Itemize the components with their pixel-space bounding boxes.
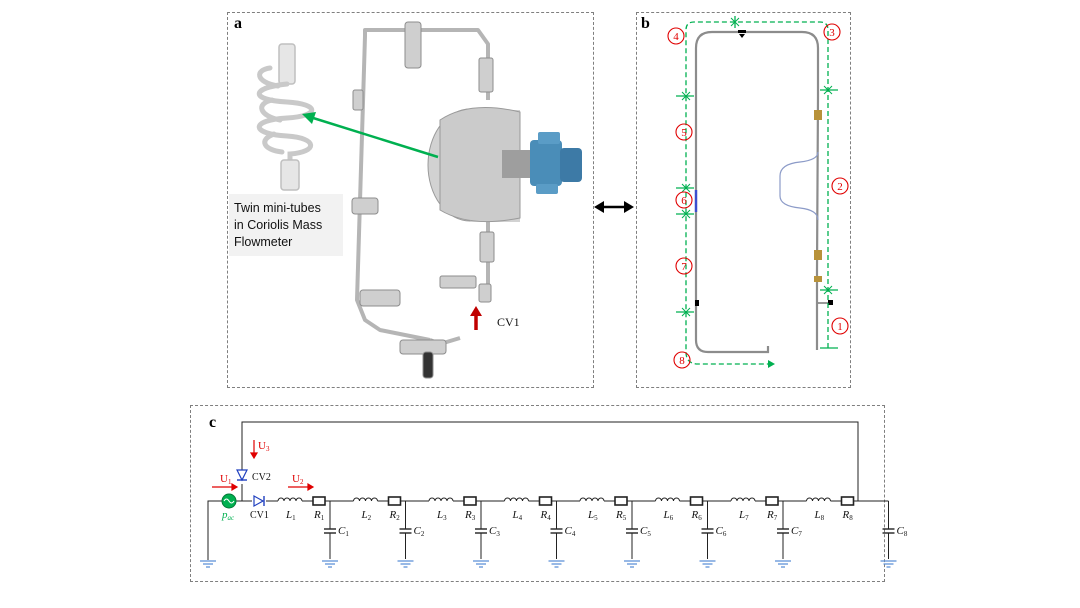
resistor-7	[765, 496, 779, 506]
u2-label: U2	[292, 473, 304, 486]
twin-mini-tubes-illustration	[256, 43, 314, 191]
resistor-label-5: R5	[615, 509, 627, 522]
resistor-5	[614, 496, 628, 506]
resistor-label-6: R6	[691, 509, 703, 522]
callout-arrowhead	[302, 112, 316, 124]
resistor-label-4: R4	[540, 509, 552, 522]
flow-path	[685, 21, 829, 365]
segment-label-7: 7	[681, 261, 687, 273]
capacitor-label-3: C3	[489, 525, 500, 538]
panel-b-label: b	[641, 15, 650, 32]
fitting	[814, 110, 822, 120]
segment-label-2: 2	[837, 181, 843, 193]
inductor-label-8: L8	[814, 509, 825, 522]
ground-5	[624, 560, 640, 568]
ground-1	[322, 560, 338, 568]
inductor-label-5: L5	[587, 509, 598, 522]
ground-8	[880, 560, 897, 568]
fitting	[814, 276, 822, 282]
capacitor-label-8: C8	[897, 525, 908, 538]
segment-markers	[667, 23, 849, 369]
callout-text-line2: in Coriolis Mass	[234, 218, 322, 232]
u3-label: U3	[258, 440, 270, 453]
capacitor-label-5: C5	[640, 525, 651, 538]
boundary-arrows	[681, 17, 833, 317]
ground-4	[548, 560, 565, 568]
resistor-2	[387, 496, 402, 506]
callout-text-line1: Twin mini-tubes	[234, 201, 321, 215]
cv1-diode	[253, 494, 265, 508]
callout-text-line3: Flowmeter	[234, 235, 292, 249]
feedback-wire	[241, 421, 859, 501]
capacitor-label-6: C6	[716, 525, 727, 538]
resistor-label-7: R7	[766, 509, 778, 522]
segment-label-3: 3	[829, 27, 835, 39]
inductor-7	[730, 497, 756, 502]
cv2-diode	[236, 469, 248, 482]
callout-arrow	[309, 115, 439, 159]
capacitor-label-2: C2	[414, 525, 425, 538]
panel-b-schematic: b	[636, 12, 851, 388]
inductor-label-6: L6	[663, 509, 674, 522]
ground-6	[699, 560, 716, 568]
segment-label-6: 6	[681, 195, 687, 207]
panel-c-label: c	[209, 414, 217, 431]
callout-box	[229, 194, 343, 256]
fittings	[351, 21, 495, 379]
coriolis-meter	[427, 107, 582, 223]
segment-label-8: 8	[679, 355, 685, 367]
source-label: pac	[221, 509, 235, 522]
panel-a-label: a	[234, 15, 242, 32]
tube-bulge	[779, 151, 819, 221]
inductor-4	[504, 497, 529, 502]
inductor-2	[353, 497, 378, 502]
inductor-label-4: L4	[512, 509, 523, 522]
inductor-8	[806, 497, 831, 502]
ground-2	[397, 560, 414, 568]
resistor-6	[689, 496, 704, 506]
resistor-3	[463, 496, 477, 506]
tube-path	[694, 30, 820, 354]
resistor-label-8: R8	[842, 509, 854, 522]
resistor-8	[840, 496, 855, 506]
resistor-4	[538, 496, 553, 506]
cv2-label: CV2	[252, 472, 271, 483]
ground-source	[200, 560, 216, 568]
capacitor-label-1: C1	[338, 525, 349, 538]
fitting	[814, 250, 822, 260]
inductor-label-3: L3	[436, 509, 447, 522]
flow-arrows	[212, 440, 315, 492]
ground-3	[473, 560, 489, 568]
cv1-photo-label: CV1	[497, 315, 520, 329]
u1-label: U1	[220, 473, 232, 486]
resistor-label-3: R3	[464, 509, 476, 522]
capacitor-label-7: C7	[791, 525, 802, 538]
panel-a-photo: a	[227, 12, 594, 388]
capacitor-label-4: C4	[565, 525, 576, 538]
segment-label-5: 5	[681, 127, 687, 139]
panel-c-circuit: c	[190, 405, 885, 582]
inductor-label-2: L2	[361, 509, 372, 522]
resistor-label-1: R1	[313, 509, 325, 522]
resistor-label-2: R2	[389, 509, 401, 522]
inductor-1	[277, 497, 303, 502]
inductor-6	[655, 497, 680, 502]
inductor-label-1: L1	[285, 509, 296, 522]
segment-label-4: 4	[673, 31, 679, 43]
cv1-label: CV1	[250, 510, 269, 521]
inductor-5	[579, 497, 605, 502]
inductor-label-7: L7	[738, 509, 749, 522]
inductor-3	[428, 497, 454, 502]
resistor-1	[312, 496, 326, 506]
ground-7	[775, 560, 791, 568]
segment-label-1: 1	[837, 321, 843, 333]
source-ground-wire	[207, 500, 222, 560]
